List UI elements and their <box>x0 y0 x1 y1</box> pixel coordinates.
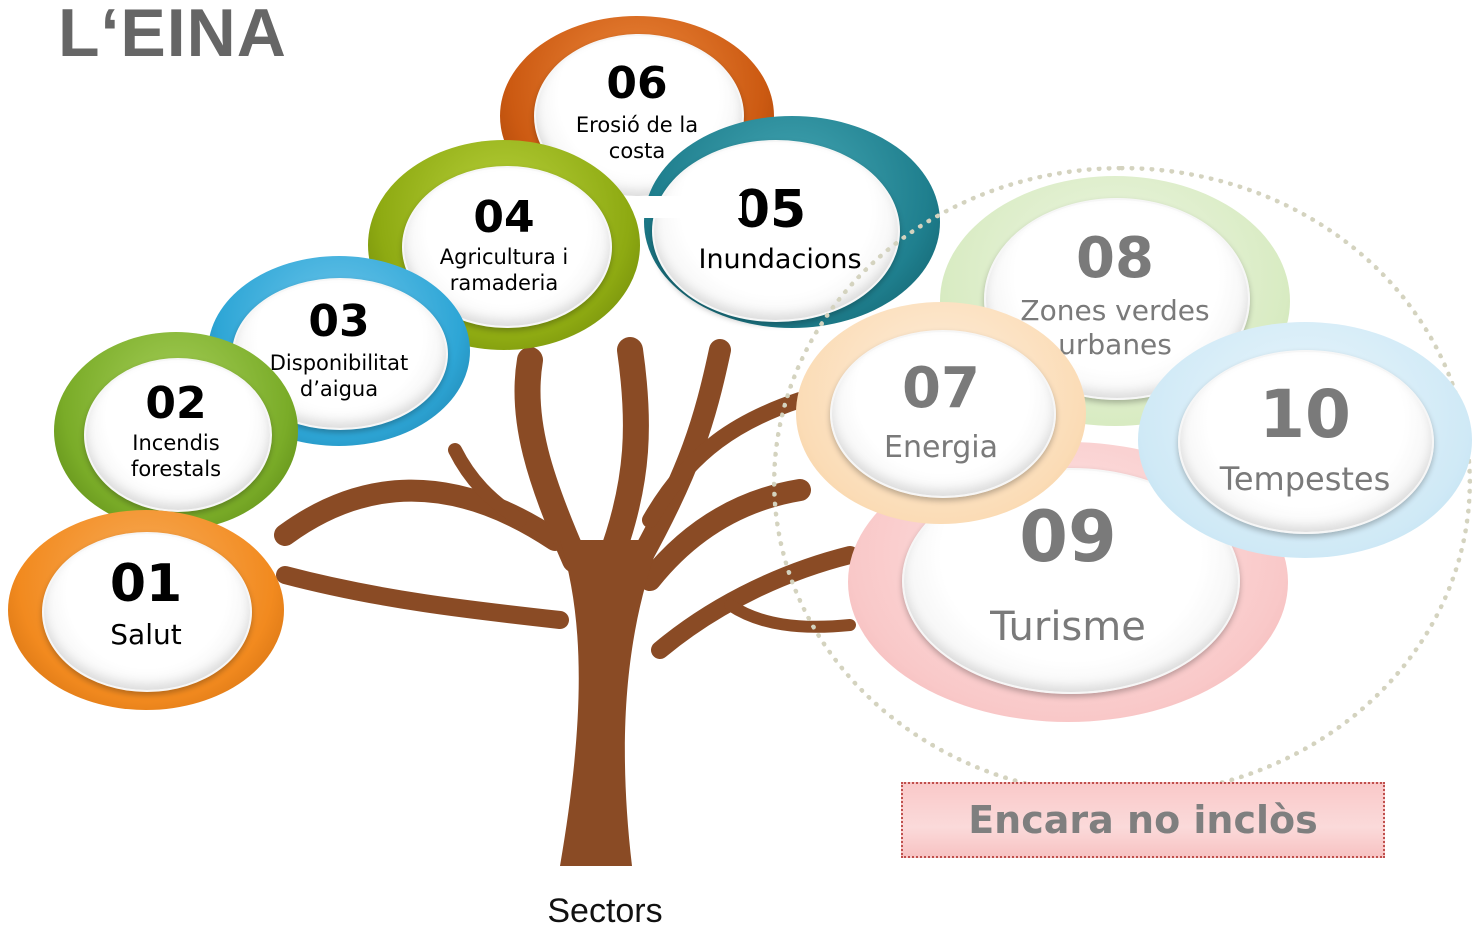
sector-number-06: 06 <box>606 58 668 109</box>
sector-disc-01 <box>42 532 252 692</box>
tree-branch-mid-small <box>448 443 527 527</box>
tree-branch-upper-right <box>629 339 731 571</box>
sector-disc-02 <box>84 358 272 512</box>
sector-number-03: 03 <box>308 296 370 347</box>
sector-label-05: Inundacions <box>698 244 862 275</box>
sector-label-04: Agricultura i ramaderia <box>439 245 569 295</box>
sector-number-01: 01 <box>109 554 183 614</box>
sector-label-06: Erosió de la costa <box>575 113 699 163</box>
sector-node-10: 10 Tempestes <box>1138 322 1472 558</box>
sector-label-03: Disponibilitat d’aigua <box>269 351 409 401</box>
tree-branch-mid-left <box>514 347 588 573</box>
sector-label-07: Energia <box>884 430 998 465</box>
sector-node-07: 07 Energia <box>796 302 1086 524</box>
sector-number-09: 09 <box>1019 496 1117 578</box>
sector-label-10: Tempestes <box>1219 460 1391 498</box>
tree-branch-left-low <box>276 566 569 629</box>
sector-disc-10 <box>1178 350 1434 534</box>
sector-number-08: 08 <box>1076 226 1154 291</box>
page-title: L‘EINA <box>58 0 287 71</box>
diagram-caption: Sectors <box>547 892 663 930</box>
tree-branch-right-top <box>642 392 808 528</box>
sector-label-01: Salut <box>110 618 182 651</box>
tree-branch-center <box>597 337 649 573</box>
sector-label-09: Turisme <box>990 604 1146 650</box>
tree-trunk <box>560 540 660 866</box>
sector-number-04: 04 <box>473 192 535 243</box>
sector-disc-07 <box>830 330 1056 498</box>
sector-node-03: 03 Disponibilitat d’aigua <box>208 256 470 446</box>
sector-number-10: 10 <box>1259 376 1351 453</box>
not-included-label: Encara no inclòs <box>901 782 1385 858</box>
sector-number-05: 05 <box>733 180 807 240</box>
sector-node-02: 02 Incendis forestals <box>54 332 298 530</box>
sector-label-02: Incendis forestals <box>130 431 222 481</box>
sector-number-07: 07 <box>902 356 980 421</box>
sector-node-01: 01 Salut <box>8 510 284 710</box>
sector-number-02: 02 <box>145 378 207 429</box>
sector-label-08: Zones verdes urbanes <box>1020 294 1210 361</box>
